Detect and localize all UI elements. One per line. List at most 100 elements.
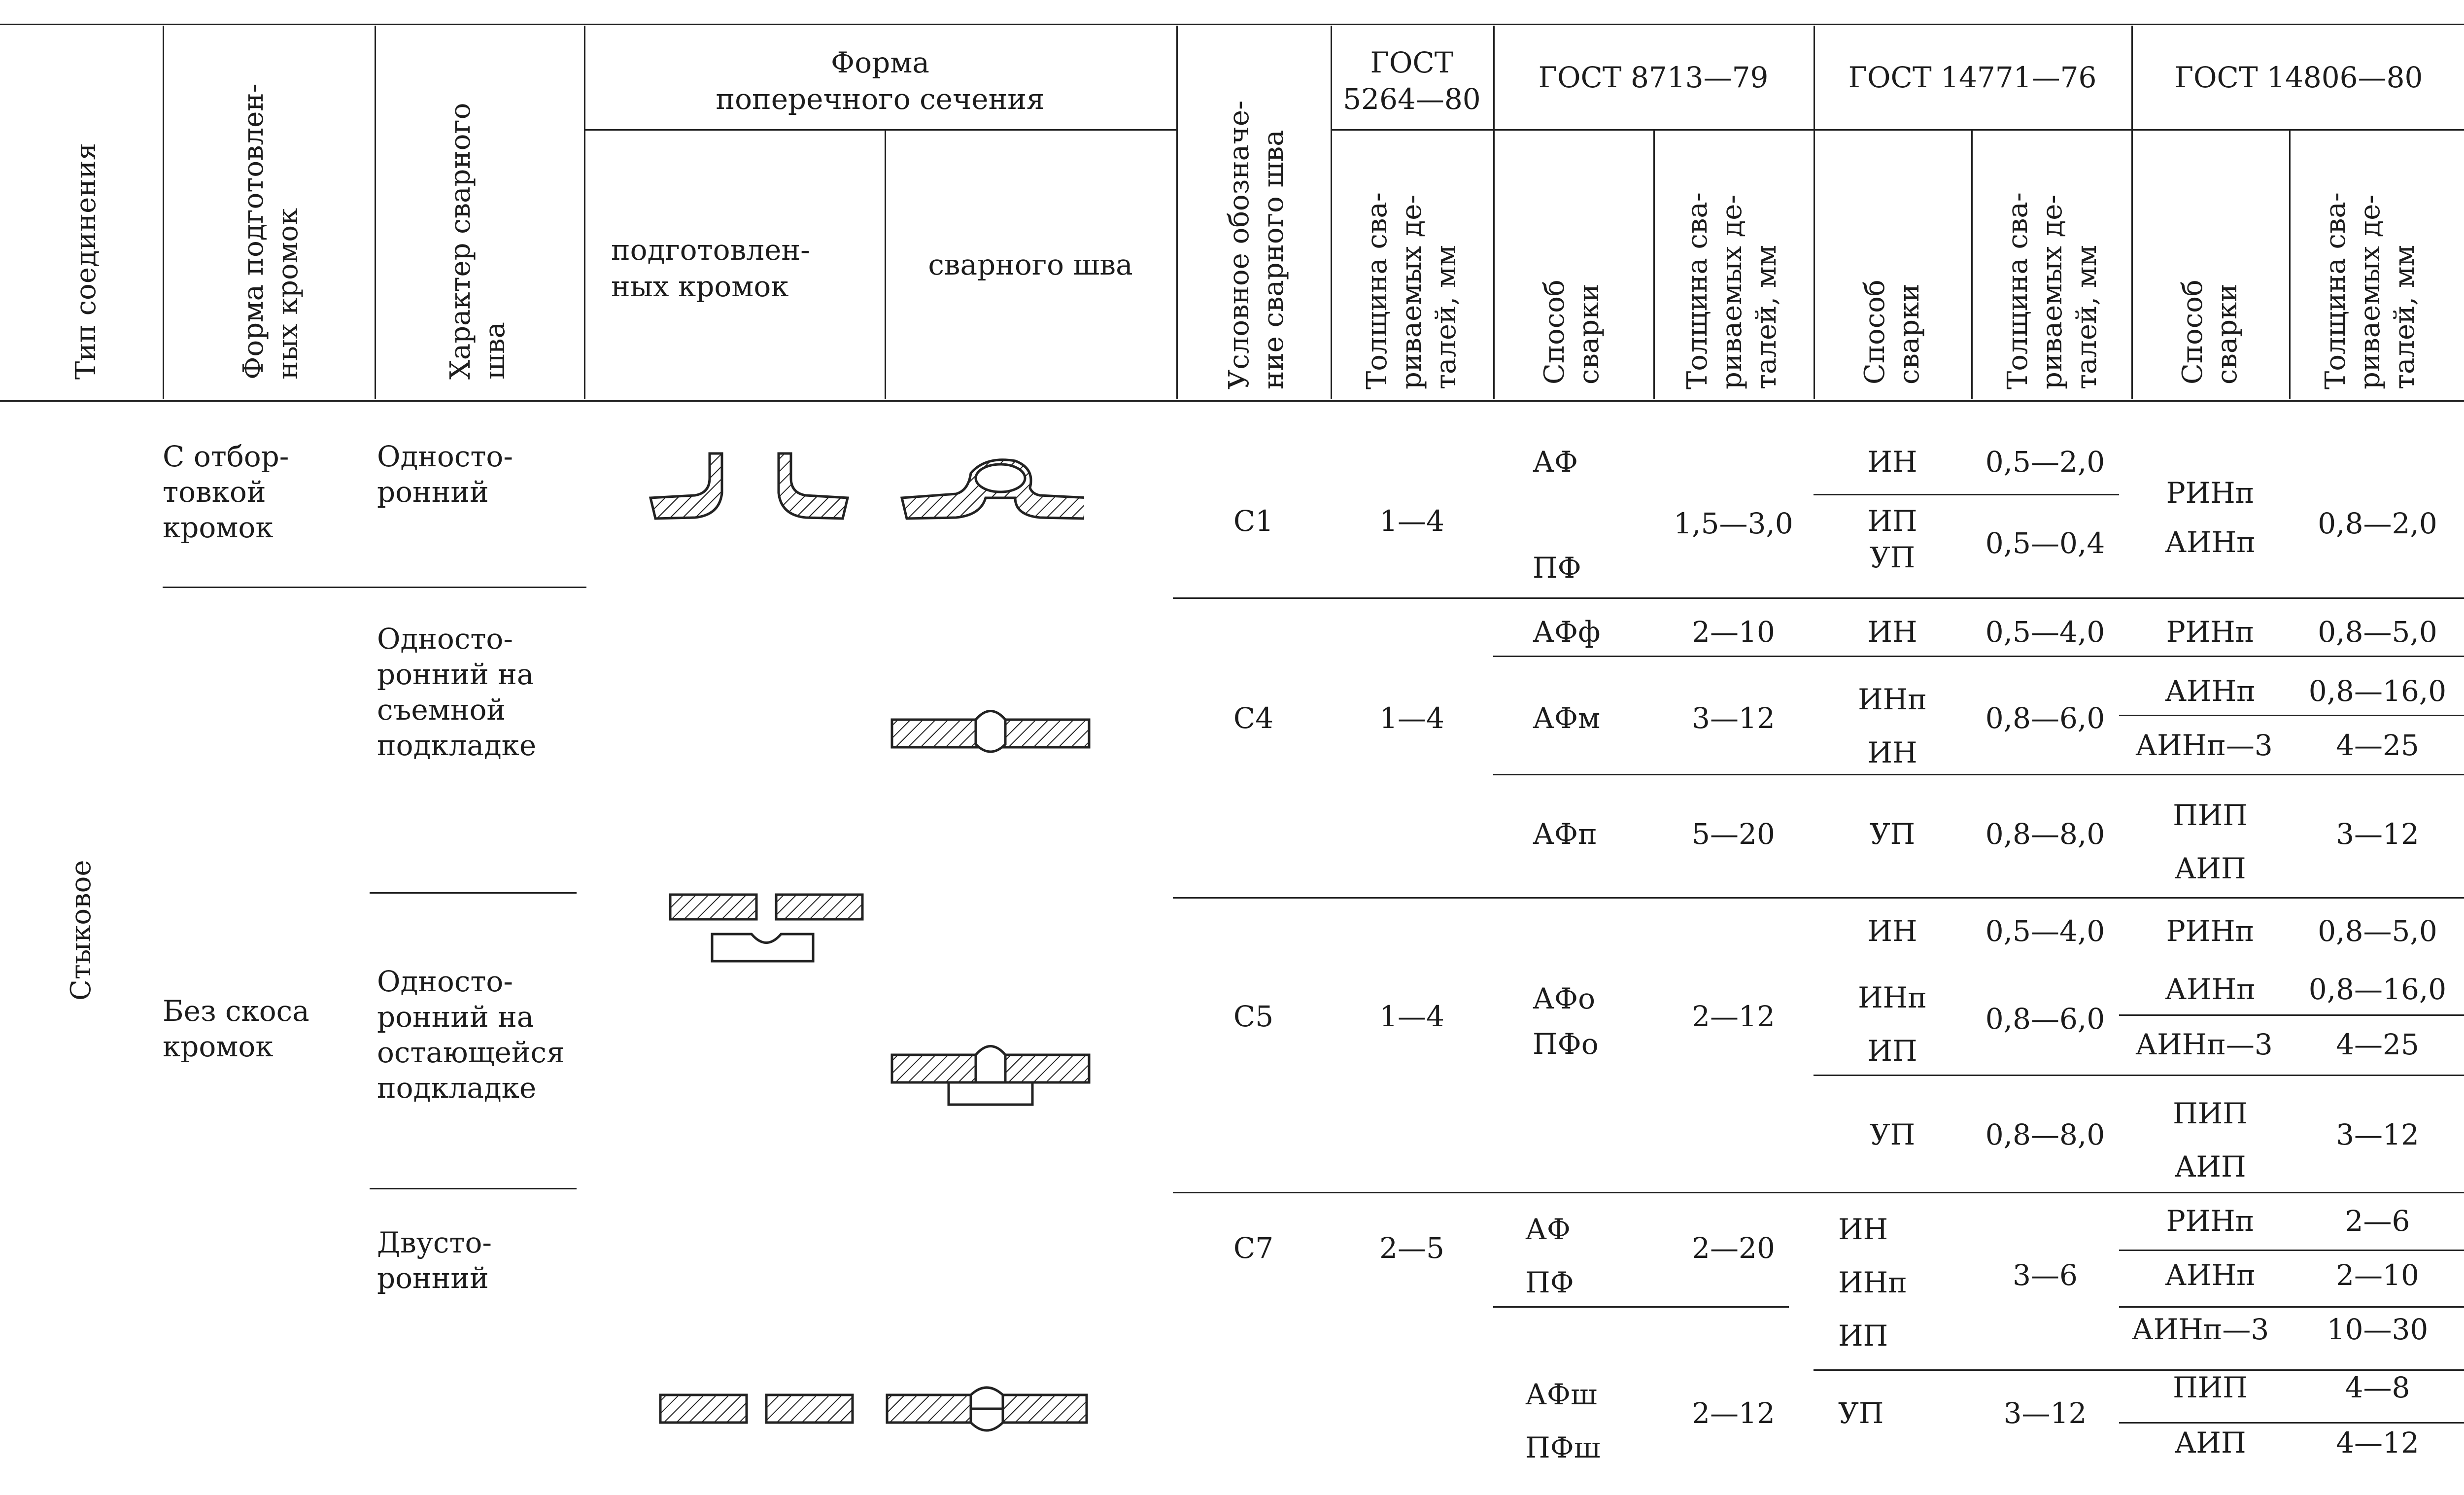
row2b-thickness-14806-2: 4—25 — [2336, 729, 2419, 762]
row3-method-8713: АФо ПФо — [1533, 982, 1599, 1061]
row4b-method-14771: УП — [1838, 1396, 1884, 1430]
row3a-method-14806: РИНп — [2166, 914, 2255, 948]
row3b-method-14806-2: АИНп—3 — [2135, 1028, 2273, 1061]
row2b-method-14771: ИНп ИН — [1858, 683, 1927, 769]
flanged-edges-figure — [649, 452, 1084, 520]
removable-backing-weld-figure — [890, 710, 1091, 753]
row2b-thickness-8713: 3—12 — [1692, 701, 1775, 735]
row4a-method-8713: АФ ПФ — [1525, 1213, 1574, 1299]
header-method-14806: Способ сварки — [2177, 279, 2243, 384]
row1-thickness-5264: 1—4 — [1379, 504, 1444, 538]
row2a-method-14806: РИНп — [2166, 615, 2255, 649]
row2c-method-14771: УП — [1869, 817, 1916, 851]
row3-thickness-8713: 2—12 — [1692, 1000, 1775, 1033]
row1-designation: С1 — [1233, 504, 1274, 538]
row1-method-8713-b: ПФ — [1533, 551, 1581, 585]
row2c-thickness-14806: 3—12 — [2336, 817, 2419, 851]
row3c-method-14806: ПИП АИП — [2173, 1097, 2248, 1183]
header-section-form: Форма поперечного сечения — [716, 46, 1045, 116]
row2-thickness-5264: 1—4 — [1379, 701, 1444, 735]
row2b-thickness-14771: 0,8—6,0 — [1985, 701, 2105, 735]
row3c-method-14771: УП — [1869, 1118, 1916, 1151]
header-thickness-14806: Толщина сва- риваемых де- талей, мм — [2320, 192, 2421, 389]
header-thickness-5264: Толщина сва- риваемых де- талей, мм — [1361, 192, 1462, 389]
prepared-edges-backing-figure — [669, 893, 864, 963]
header-prepared-edges: подготовлен- ных кромок — [611, 233, 810, 303]
row1-method-14771-a: ИН — [1867, 445, 1917, 479]
row4a-method-14806-3: АИНп—3 — [2131, 1313, 2269, 1346]
row2a-thickness-8713: 2—10 — [1692, 615, 1775, 649]
row3b-thickness-14806-2: 4—25 — [2336, 1028, 2419, 1061]
joint-type: Стыковое — [65, 860, 97, 1001]
row2a-thickness-14771: 0,5—4,0 — [1985, 615, 2105, 649]
edge-form-no-bevel: Без скоса кромок — [163, 994, 309, 1063]
row3b-thickness-14771: 0,8—6,0 — [1985, 1002, 2105, 1036]
row3a-method-14771: ИН — [1867, 914, 1917, 948]
header-gost-8713: ГОСТ 8713—79 — [1538, 61, 1769, 94]
row3b-thickness-14806-1: 0,8—16,0 — [2308, 973, 2447, 1006]
row1-method-14806: РИНп АИНп — [2165, 476, 2256, 559]
row4b-thickness-14771: 3—12 — [2003, 1396, 2087, 1430]
row4a-thickness-14806-2: 2—10 — [2336, 1258, 2419, 1292]
row1-thickness-8713: 1,5—3,0 — [1674, 507, 1793, 540]
row3b-method-14771: ИНп ИП — [1858, 981, 1927, 1068]
row2c-method-14806: ПИП АИП — [2173, 799, 2248, 885]
weld-char-row1: Односто- ронний — [377, 440, 513, 509]
row4-designation: С7 — [1233, 1231, 1274, 1265]
row2c-method-8713: АФп — [1533, 817, 1597, 851]
header-thickness-14771: Толщина сва- риваемых де- талей, мм — [2002, 192, 2103, 389]
weld-char-row3: Односто- ронний на остающейся подкладке — [377, 965, 565, 1105]
row3b-method-14806-1: АИНп — [2165, 973, 2256, 1006]
row3c-thickness-14771: 0,8—8,0 — [1985, 1118, 2105, 1151]
header-gost-14806: ГОСТ 14806—80 — [2174, 61, 2423, 94]
header-designation: Условное обозначе- ние сварного шва — [1223, 100, 1290, 389]
row2c-thickness-8713: 5—20 — [1692, 817, 1775, 851]
header-method-8713: Способ сварки — [1539, 279, 1605, 384]
row4b-method-14806-2: АИП — [2174, 1426, 2246, 1460]
row4a-thickness-14771: 3—6 — [2013, 1258, 2078, 1292]
double-sided-weld-figure — [659, 1386, 1088, 1432]
row2b-method-14806-1: АИНп — [2165, 674, 2256, 708]
row2b-method-8713: АФм — [1533, 701, 1601, 735]
row2a-method-8713: АФф — [1533, 615, 1601, 649]
weld-char-row2: Односто- ронний на съемной подкладке — [377, 622, 537, 762]
row1-thickness-14806: 0,8—2,0 — [2318, 507, 2437, 540]
permanent-backing-weld-figure — [890, 1045, 1091, 1106]
header-gost-5264: ГОСТ 5264—80 — [1343, 46, 1481, 116]
row4a-method-14806-2: АИНп — [2165, 1258, 2256, 1292]
row2a-method-14771: ИН — [1867, 615, 1917, 649]
header-edge-form: Форма подготовлен- ных кромок — [238, 83, 304, 380]
row4b-thickness-14806-2: 4—12 — [2336, 1426, 2419, 1460]
row4b-method-14806-1: ПИП — [2173, 1371, 2248, 1404]
row3a-thickness-14806: 0,8—5,0 — [2318, 914, 2437, 948]
header-weld-character: Характер сварного шва — [445, 103, 511, 380]
row2b-thickness-14806-1: 0,8—16,0 — [2308, 674, 2447, 708]
weld-char-row4: Двусто- ронний — [377, 1226, 492, 1295]
row3-designation: С5 — [1233, 1000, 1274, 1033]
row4a-thickness-14806-3: 10—30 — [2327, 1313, 2429, 1346]
row4b-method-8713: АФш ПФш — [1525, 1378, 1601, 1464]
header-method-14771: Способ сварки — [1859, 279, 1925, 384]
header-weld-seam: сварного шва — [928, 248, 1133, 281]
row1-thickness-14771-a: 0,5—2,0 — [1985, 445, 2105, 479]
row4a-method-14806-1: РИНп — [2166, 1204, 2255, 1238]
header-gost-14771: ГОСТ 14771—76 — [1848, 61, 2097, 94]
row4b-thickness-14806-1: 4—8 — [2345, 1371, 2410, 1404]
row1-method-8713-a: АФ — [1533, 445, 1578, 479]
row4a-thickness-14806-1: 2—6 — [2345, 1204, 2410, 1238]
header-thickness-8713: Толщина сва- риваемых де- талей, мм — [1681, 192, 1782, 389]
row2-designation: С4 — [1233, 701, 1274, 735]
row2a-thickness-14806: 0,8—5,0 — [2318, 615, 2437, 649]
edge-form-flanged: С отбор- товкой кромок — [163, 440, 289, 544]
row3c-thickness-14806: 3—12 — [2336, 1118, 2419, 1151]
row4a-thickness-8713: 2—20 — [1692, 1231, 1775, 1265]
row1-method-14771-b: ИП УП — [1867, 504, 1917, 574]
row2b-method-14806-2: АИНп—3 — [2135, 729, 2273, 762]
header-type: Тип соединения — [70, 142, 102, 380]
row4a-method-14771: ИН ИНп ИП — [1838, 1213, 1907, 1353]
row2c-thickness-14771: 0,8—8,0 — [1985, 817, 2105, 851]
row3a-thickness-14771: 0,5—4,0 — [1985, 914, 2105, 948]
row4-thickness-5264: 2—5 — [1379, 1231, 1444, 1265]
row1-thickness-14771-b: 0,5—0,4 — [1985, 526, 2105, 560]
